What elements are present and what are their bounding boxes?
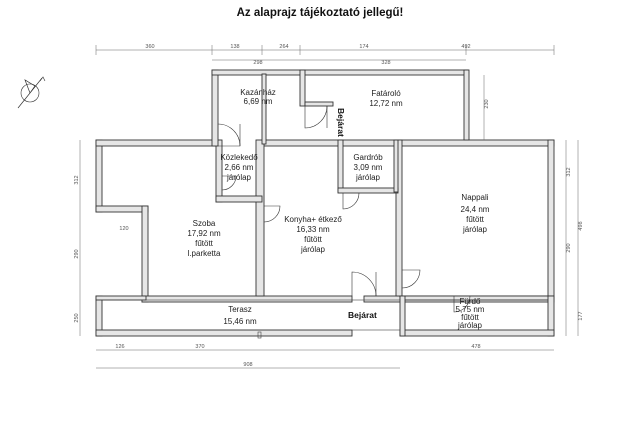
dim-second-1: 298 — [253, 60, 262, 66]
dimension-labels: 360 138 264 174 492 298 328 126 370 478 … — [74, 44, 584, 368]
room-konyha-floor: járólap — [300, 245, 326, 254]
room-nappali-floor: járólap — [462, 225, 488, 234]
room-fatarolo-name: Fatároló — [371, 89, 401, 98]
dim-bottom-3: 478 — [471, 344, 480, 350]
room-furdo-heating: fűtött — [461, 313, 480, 322]
room-szoba-heating: fűtött — [195, 239, 214, 248]
room-szoba-name: Szoba — [193, 219, 216, 228]
room-kazanhaz-area: 6,69 nm — [244, 97, 273, 106]
room-kazanhaz: Kazánház 6,69 nm — [240, 88, 276, 106]
dim-second-2: 328 — [381, 60, 390, 66]
dim-left-1: 312 — [74, 175, 80, 184]
room-terasz-name: Terasz — [228, 305, 252, 314]
dim-left-3: 250 — [74, 313, 80, 322]
room-gardrob: Gardrób 3,09 nm járólap — [353, 153, 383, 182]
room-kozlekedo: Közlekedő 2,66 nm járólap — [220, 153, 258, 182]
walls — [95, 69, 555, 337]
dim-left-4: 120 — [119, 226, 128, 232]
dim-right-2: 312 — [566, 167, 572, 176]
room-gardrob-area: 3,09 nm — [354, 163, 383, 172]
terrace-outline — [101, 299, 401, 331]
room-kozlekedo-area: 2,66 nm — [225, 163, 254, 172]
room-nappali: Nappali 24,4 nm fűtött járólap — [461, 193, 490, 234]
room-kazanhaz-name: Kazánház — [240, 88, 276, 97]
dim-top-1: 360 — [145, 44, 154, 50]
room-nappali-area: 24,4 nm — [461, 205, 490, 214]
room-furdo-area: 5,75 nm — [456, 305, 485, 314]
room-szoba: Szoba 17,92 nm fűtött l.parketta — [187, 219, 221, 258]
room-nappali-name: Nappali — [461, 193, 488, 202]
room-konyha-area: 16,33 nm — [296, 225, 330, 234]
dim-right-4: 498 — [578, 221, 584, 230]
dimension-lines — [79, 45, 579, 369]
dim-right-5: 177 — [578, 311, 584, 320]
room-gardrob-name: Gardrób — [353, 153, 383, 162]
room-fatarolo-area: 12,72 nm — [369, 99, 403, 108]
room-szoba-floor: l.parketta — [188, 249, 221, 258]
dim-right-1: 230 — [484, 99, 490, 108]
entrance-bottom-label: Bejárat — [348, 310, 377, 320]
room-konyha-name: Konyha+ étkező — [284, 215, 342, 224]
north-arrow-icon — [17, 76, 46, 109]
room-furdo-floor: járólap — [457, 321, 483, 330]
room-konyha: Konyha+ étkező 16,33 nm fűtött járólap — [284, 215, 342, 254]
dim-bottom-1: 126 — [115, 344, 124, 350]
terrace-marker — [257, 331, 262, 339]
dim-bottom-total: 908 — [243, 362, 252, 368]
room-terasz-area: 15,46 nm — [223, 317, 257, 326]
dim-top-5: 492 — [461, 44, 470, 50]
room-nappali-heating: fűtött — [466, 215, 485, 224]
room-kozlekedo-name: Közlekedő — [220, 153, 258, 162]
dim-top-2: 138 — [230, 44, 239, 50]
dim-top-3: 264 — [279, 44, 288, 50]
room-furdo-name: Fürdő — [460, 297, 481, 306]
plan-title: Az alaprajz tájékoztató jellegű! — [236, 7, 404, 19]
entrance-top-label: Bejárat — [336, 108, 346, 137]
room-konyha-heating: fűtött — [304, 235, 323, 244]
dim-bottom-2: 370 — [195, 344, 204, 350]
dim-top-4: 174 — [359, 44, 368, 50]
dim-right-3: 290 — [566, 243, 572, 252]
room-furdo: Fürdő 5,75 nm fűtött járólap — [456, 297, 485, 330]
room-gardrob-floor: járólap — [355, 173, 381, 182]
room-fatarolo: Fatároló 12,72 nm — [369, 89, 403, 108]
room-szoba-area: 17,92 nm — [187, 229, 221, 238]
dim-left-2: 290 — [74, 249, 80, 258]
room-terasz: Terasz 15,46 nm — [223, 305, 257, 326]
doors — [217, 105, 471, 313]
room-kozlekedo-floor: járólap — [226, 173, 252, 182]
